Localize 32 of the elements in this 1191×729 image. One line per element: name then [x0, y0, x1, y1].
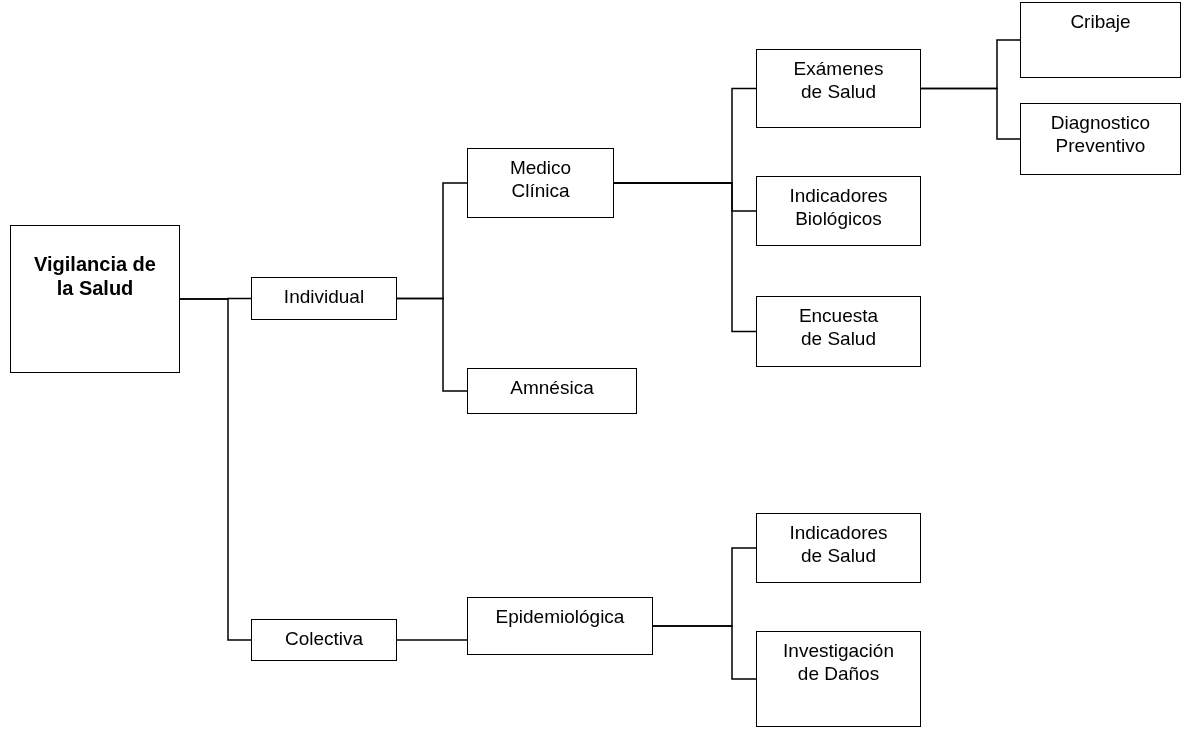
box-label: Epidemiológica	[495, 606, 625, 629]
category-box	[756, 513, 921, 583]
category-box	[467, 148, 614, 218]
category-box	[1020, 2, 1181, 78]
category-box	[1020, 103, 1181, 175]
category-box	[756, 176, 921, 246]
box-label: Individual	[283, 286, 365, 309]
box-label: Investigación de Daños	[782, 640, 895, 686]
box-label: Colectiva	[284, 628, 364, 651]
box-label: Encuesta de Salud	[797, 305, 880, 351]
connector-line	[920, 87, 1021, 140]
category-box	[756, 49, 921, 128]
category-box	[756, 631, 921, 727]
box-label: Diagnostico Preventivo	[1049, 112, 1152, 158]
connector-line	[179, 298, 252, 641]
box-label: Indicadores Biológicos	[788, 185, 889, 231]
category-box	[756, 296, 921, 367]
box-label: Cribaje	[1070, 11, 1131, 34]
box-label: Vigilancia de la Salud	[33, 252, 157, 300]
connector-line	[613, 182, 757, 333]
connector-line	[652, 625, 757, 680]
category-box	[467, 368, 637, 414]
box-label: Exámenes de Salud	[792, 58, 885, 104]
box-label: Indicadores de Salud	[788, 522, 889, 568]
category-box	[251, 277, 397, 320]
connector-line	[396, 297, 468, 392]
root-box	[10, 225, 180, 373]
category-box	[251, 619, 397, 661]
box-label: Medico Clínica	[508, 157, 573, 203]
connector-line	[396, 639, 468, 641]
category-box	[467, 597, 653, 655]
box-label: Amnésica	[510, 377, 594, 400]
